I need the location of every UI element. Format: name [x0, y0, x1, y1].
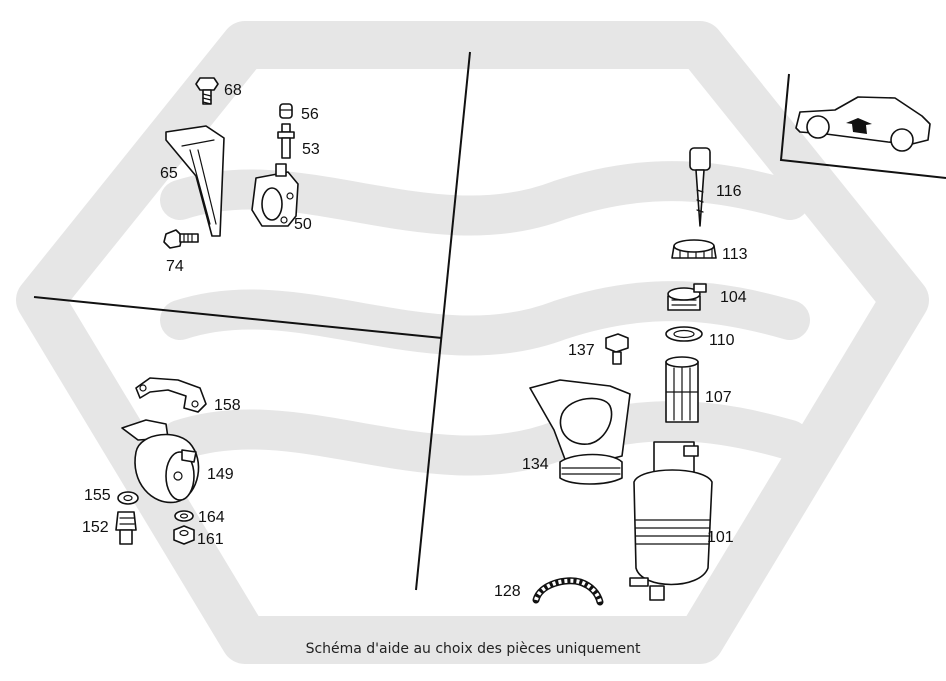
part-label-137: 137: [568, 342, 595, 359]
bolt-68-part: [195, 77, 219, 105]
part-label-68: 68: [224, 82, 242, 99]
part-label-113: 113: [722, 246, 748, 263]
dipstick-116-part: [689, 147, 711, 227]
strap-158-part: [135, 377, 207, 413]
part-label-107: 107: [705, 389, 732, 406]
washer-155-part: [117, 491, 139, 505]
part-label-152: 152: [82, 519, 109, 536]
part-label-134: 134: [522, 456, 549, 473]
car-front-arrow-icon: [779, 73, 946, 179]
hose-128-part: [532, 577, 604, 606]
nut-161-part: [173, 525, 195, 545]
part-label-158: 158: [214, 397, 241, 414]
part-label-110: 110: [709, 332, 735, 349]
part-label-116: 116: [716, 183, 742, 200]
ring-nut-113-part: [671, 239, 717, 259]
damper-149-part: [121, 419, 200, 504]
part-label-101: 101: [707, 529, 734, 546]
cap-56-part: [279, 103, 293, 119]
part-label-164: 164: [198, 509, 225, 526]
valve-50-part: [251, 163, 299, 227]
washer-164-part: [174, 510, 194, 522]
part-label-128: 128: [494, 583, 521, 600]
filter-107-part: [665, 356, 699, 423]
bracket-134-part: [529, 379, 631, 485]
part-label-56: 56: [301, 106, 319, 123]
part-label-74: 74: [166, 258, 184, 275]
screw-137-part: [605, 333, 629, 365]
divider-horizontal: [33, 296, 443, 339]
fitting-53-part: [277, 123, 295, 159]
part-label-104: 104: [720, 289, 747, 306]
divider-vertical: [415, 51, 471, 591]
cap-104-part: [667, 283, 707, 311]
part-label-50: 50: [294, 216, 312, 233]
part-label-65: 65: [160, 165, 178, 182]
bracket-65-part: [165, 125, 225, 237]
part-label-161: 161: [197, 531, 224, 548]
part-label-149: 149: [207, 466, 234, 483]
part-label-155: 155: [84, 487, 111, 504]
bolt-74-part: [163, 229, 199, 249]
fuel-pump-101-part: [629, 441, 713, 601]
stud-152-part: [115, 511, 137, 545]
seal-110-part: [665, 326, 703, 342]
part-label-53: 53: [302, 141, 320, 158]
diagram-caption: Schéma d'aide au choix des pièces unique…: [305, 641, 641, 657]
